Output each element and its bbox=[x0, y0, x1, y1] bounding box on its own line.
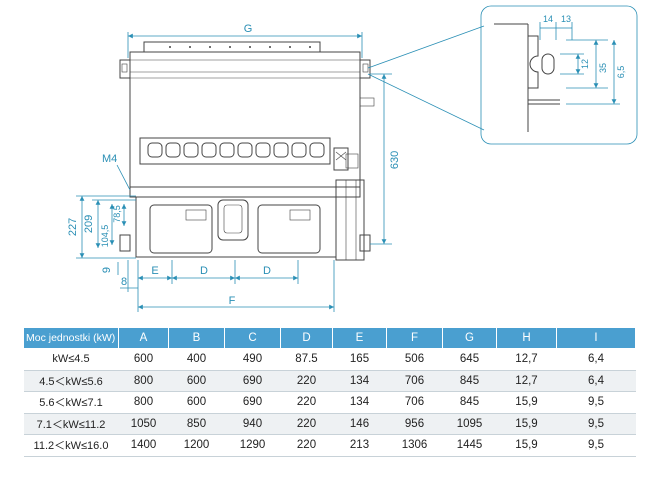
col-header-f: F bbox=[386, 327, 443, 349]
cell: 845 bbox=[442, 391, 497, 414]
cell: 400 bbox=[168, 348, 225, 371]
cell-capacity: 7.1＜kW≤11.2 bbox=[23, 413, 119, 435]
cell: 690 bbox=[224, 391, 281, 414]
cell: 706 bbox=[386, 370, 443, 392]
table-row: 4.5＜kW≤5.6 800 600 690 220 134 706 845 1… bbox=[23, 370, 636, 392]
m4-label: M4 bbox=[102, 153, 117, 165]
cell: 220 bbox=[280, 370, 333, 392]
cell: 645 bbox=[442, 348, 497, 371]
table-row: 11.2＜kW≤16.0 1400 1200 1290 220 213 1306… bbox=[23, 434, 636, 457]
detail-13-label: 13 bbox=[561, 14, 571, 24]
table-row: kW≤4.5 600 400 490 87.5 165 506 645 12,7… bbox=[23, 348, 636, 371]
cell: 600 bbox=[118, 348, 169, 371]
dim-227-label: 227 bbox=[67, 218, 79, 236]
cell: 146 bbox=[332, 413, 387, 435]
cell: 15,9 bbox=[496, 391, 557, 414]
cell: 1050 bbox=[118, 413, 169, 435]
dim-f-label: F bbox=[229, 295, 236, 307]
cell: 845 bbox=[442, 370, 497, 392]
dim-d2-label: D bbox=[263, 265, 271, 277]
col-header-c: C bbox=[224, 327, 281, 349]
cell: 220 bbox=[280, 391, 333, 414]
cell-capacity: kW≤4.5 bbox=[23, 348, 119, 371]
cell-capacity: 11.2＜kW≤16.0 bbox=[23, 434, 119, 457]
cell: 87.5 bbox=[280, 348, 333, 371]
cell: 1200 bbox=[168, 434, 225, 457]
dim-104-label: 104,5 bbox=[100, 225, 110, 248]
cell: 220 bbox=[280, 434, 333, 457]
detail-35-label: 35 bbox=[598, 63, 608, 73]
cell: 1290 bbox=[224, 434, 281, 457]
dim-630-label: 630 bbox=[389, 151, 401, 169]
dimension-lines bbox=[76, 32, 392, 312]
cell: 800 bbox=[118, 391, 169, 414]
dim-9-label: 9 bbox=[101, 267, 113, 273]
dimension-table: Moc jednostki (kW) A B C D E F G H I kW≤… bbox=[23, 327, 636, 457]
cell: 165 bbox=[332, 348, 387, 371]
cell: 9,5 bbox=[556, 413, 636, 435]
cell: 6,4 bbox=[556, 348, 636, 371]
col-header-h: H bbox=[496, 327, 557, 349]
col-header-a: A bbox=[118, 327, 169, 349]
dim-209-label: 209 bbox=[83, 215, 95, 233]
cell: 1306 bbox=[386, 434, 443, 457]
cell: 12,7 bbox=[496, 370, 557, 392]
bracket-detail bbox=[367, 5, 638, 145]
cell: 506 bbox=[386, 348, 443, 371]
cell: 15,9 bbox=[496, 434, 557, 457]
detail-12-label: 12 bbox=[580, 59, 590, 69]
col-header-unit-capacity: Moc jednostki (kW) bbox=[23, 327, 119, 349]
cell: 220 bbox=[280, 413, 333, 435]
cell: 850 bbox=[168, 413, 225, 435]
dim-78-label: 78,5 bbox=[112, 205, 122, 223]
cell: 15,9 bbox=[496, 413, 557, 435]
cell: 1445 bbox=[442, 434, 497, 457]
cell: 940 bbox=[224, 413, 281, 435]
cell: 6,4 bbox=[556, 370, 636, 392]
cell-capacity: 5.6＜kW≤7.1 bbox=[23, 391, 119, 414]
cell: 134 bbox=[332, 391, 387, 414]
dim-e-label: E bbox=[151, 265, 158, 277]
dim-d1-label: D bbox=[200, 265, 208, 277]
cell: 600 bbox=[168, 370, 225, 392]
detail-65-label: 6,5 bbox=[616, 66, 626, 79]
air-slots bbox=[147, 142, 325, 158]
col-header-i: I bbox=[556, 327, 636, 349]
cell: 956 bbox=[386, 413, 443, 435]
dim-8-label: 8 bbox=[121, 276, 127, 288]
unit-front-view bbox=[116, 41, 375, 261]
dim-g-label: G bbox=[244, 23, 253, 35]
cell: 1095 bbox=[442, 413, 497, 435]
table-header-row: Moc jednostki (kW) A B C D E F G H I bbox=[23, 327, 636, 349]
unit-dimension-drawing: G 630 M4 227 209 104,5 78,5 9 8 E D D F … bbox=[67, 5, 638, 312]
cell: 9,5 bbox=[556, 434, 636, 457]
cell: 9,5 bbox=[556, 391, 636, 414]
table-row: 5.6＜kW≤7.1 800 600 690 220 134 706 845 1… bbox=[23, 391, 636, 414]
cell: 706 bbox=[386, 391, 443, 414]
col-header-b: B bbox=[168, 327, 225, 349]
table-row: 7.1＜kW≤11.2 1050 850 940 220 146 956 109… bbox=[23, 413, 636, 435]
cell: 213 bbox=[332, 434, 387, 457]
col-header-d: D bbox=[280, 327, 333, 349]
col-header-e: E bbox=[332, 327, 387, 349]
cell: 1400 bbox=[118, 434, 169, 457]
cell: 490 bbox=[224, 348, 281, 371]
cell: 690 bbox=[224, 370, 281, 392]
cell-capacity: 4.5＜kW≤5.6 bbox=[23, 370, 119, 392]
cell: 800 bbox=[118, 370, 169, 392]
cell: 12,7 bbox=[496, 348, 557, 371]
cell: 600 bbox=[168, 391, 225, 414]
detail-14-label: 14 bbox=[543, 14, 553, 24]
cell: 134 bbox=[332, 370, 387, 392]
col-header-g: G bbox=[442, 327, 497, 349]
